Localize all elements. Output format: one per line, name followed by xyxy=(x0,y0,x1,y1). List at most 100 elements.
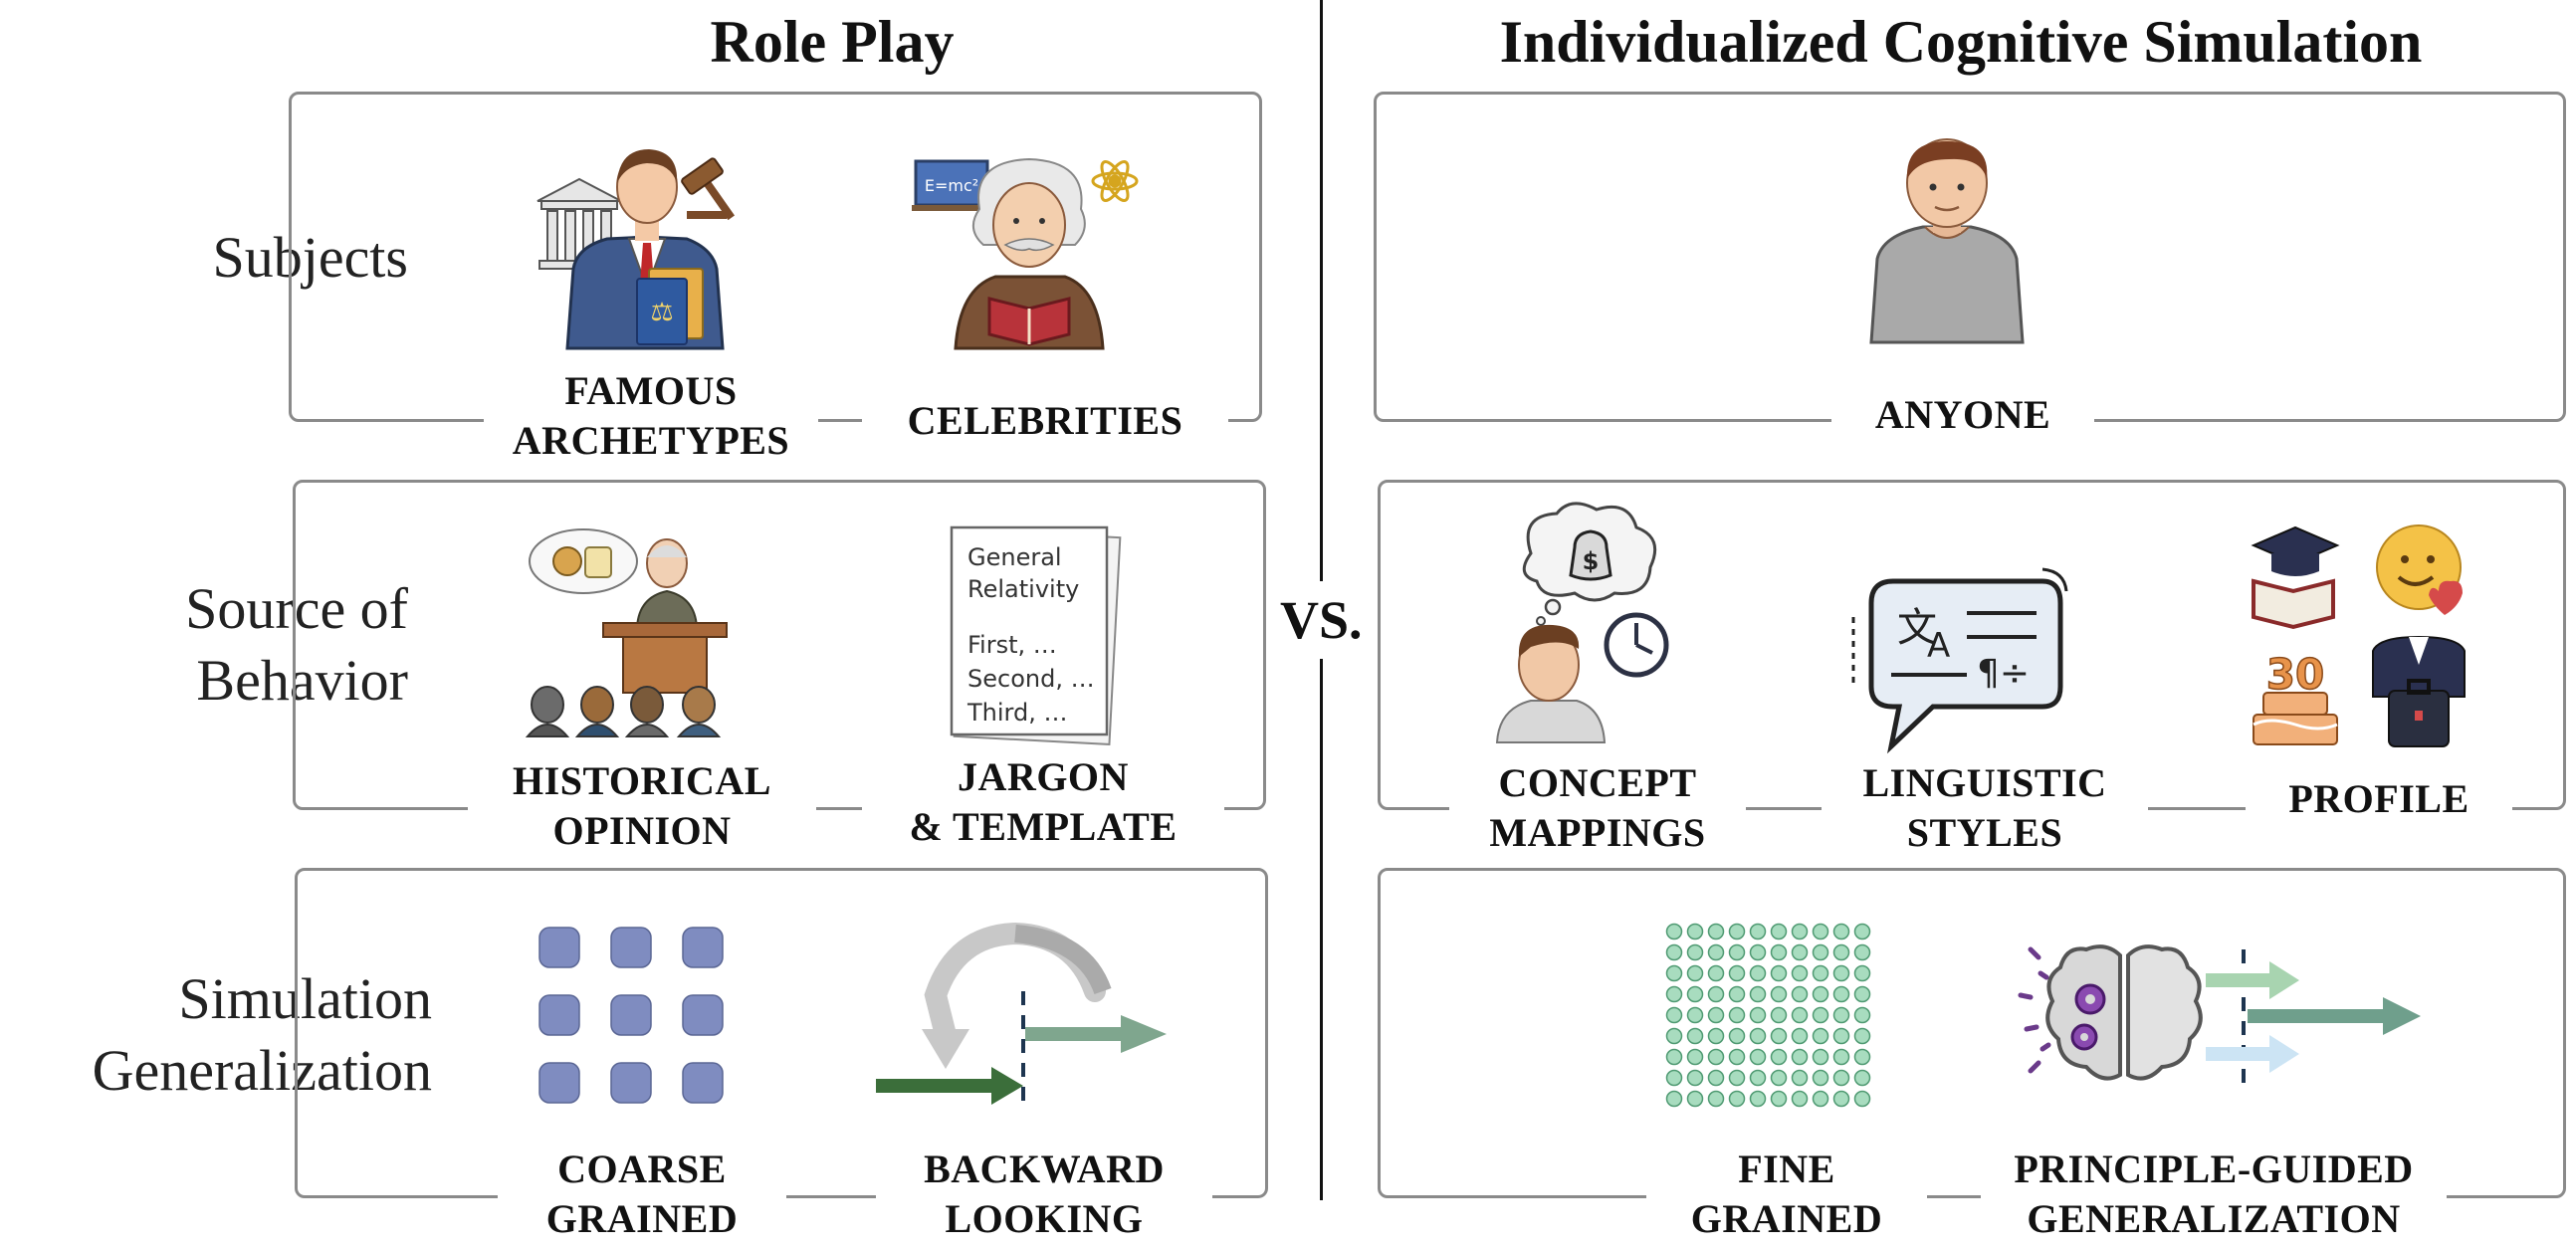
fine-dot xyxy=(1832,1006,1850,1024)
caption-profile: PROFILE xyxy=(2246,774,2512,824)
fine-dot xyxy=(1665,923,1683,940)
fine-dot xyxy=(1853,943,1871,961)
svg-text:30: 30 xyxy=(2266,650,2324,699)
fine-dot xyxy=(1707,964,1725,982)
fine-dot xyxy=(1770,1069,1788,1087)
fine-dot xyxy=(1791,1069,1809,1087)
svg-text:General: General xyxy=(967,543,1062,571)
caption-linguistic-styles: LINGUISTIC STYLES xyxy=(1822,758,2148,858)
fine-dot xyxy=(1832,1069,1850,1087)
fine-dot xyxy=(1665,1069,1683,1087)
coarse-tile xyxy=(682,927,724,968)
fine-dot xyxy=(1791,923,1809,940)
fine-dot xyxy=(1812,1090,1829,1108)
fine-dot xyxy=(1728,985,1746,1003)
fine-dot xyxy=(1791,1048,1809,1066)
fine-grid-icon xyxy=(1665,923,1871,1108)
fine-dot xyxy=(1728,923,1746,940)
svg-text:Relativity: Relativity xyxy=(967,575,1079,603)
fine-dot xyxy=(1832,985,1850,1003)
svg-text:⚖: ⚖ xyxy=(650,298,673,326)
coarse-grid-icon xyxy=(538,927,724,1104)
fine-dot xyxy=(1853,923,1871,940)
svg-text:$: $ xyxy=(1583,547,1600,575)
fine-dot xyxy=(1770,985,1788,1003)
caption-anyone: ANYONE xyxy=(1831,390,2094,440)
fine-dot xyxy=(1749,1069,1767,1087)
einstein-icon: E=mc² xyxy=(912,157,1139,350)
fine-dot xyxy=(1832,1090,1850,1108)
fine-dot xyxy=(1686,964,1704,982)
fine-dot xyxy=(1853,1006,1871,1024)
fine-dot xyxy=(1707,1090,1725,1108)
caption-coarse-grained: COARSE GRAINED xyxy=(498,1145,786,1244)
row-label-source: Source of Behavior xyxy=(185,576,408,713)
fine-dot xyxy=(1770,1048,1788,1066)
fine-dot xyxy=(1812,1027,1829,1045)
fine-dot xyxy=(1853,964,1871,982)
box-simulation-right xyxy=(1378,868,2566,1198)
fine-dot xyxy=(1770,943,1788,961)
fine-dot xyxy=(1707,985,1725,1003)
fine-dot xyxy=(1832,964,1850,982)
fine-dot xyxy=(1853,1048,1871,1066)
caption-famous-archetypes: FAMOUS ARCHETYPES xyxy=(484,366,818,466)
fine-dot xyxy=(1728,1069,1746,1087)
vs-label: VS. xyxy=(1276,581,1367,659)
fine-dot xyxy=(1728,1006,1746,1024)
svg-text:A: A xyxy=(1927,626,1950,666)
fine-dot xyxy=(1791,1090,1809,1108)
fine-dot xyxy=(1707,1069,1725,1087)
fine-dot xyxy=(1832,1048,1850,1066)
fine-dot xyxy=(1770,1027,1788,1045)
fine-dot xyxy=(1853,985,1871,1003)
fine-dot xyxy=(1791,943,1809,961)
caption-fine-grained: FINE GRAINED xyxy=(1646,1145,1927,1244)
caption-principle-guided: PRINCIPLE-GUIDED GENERALIZATION xyxy=(1981,1145,2447,1244)
fine-dot xyxy=(1749,985,1767,1003)
fine-dot xyxy=(1728,964,1746,982)
fine-dot xyxy=(1853,1069,1871,1087)
caption-historical-opinion: HISTORICAL OPINION xyxy=(468,756,816,856)
fine-dot xyxy=(1707,1048,1725,1066)
fine-dot xyxy=(1812,923,1829,940)
fine-dot xyxy=(1686,1048,1704,1066)
caption-jargon-template: JARGON & TEMPLATE xyxy=(862,752,1224,852)
caption-concept-mappings: CONCEPT MAPPINGS xyxy=(1449,758,1746,858)
historical-speaker-icon xyxy=(525,528,728,737)
fine-dot xyxy=(1749,1006,1767,1024)
fine-dot xyxy=(1665,1090,1683,1108)
fine-dot xyxy=(1749,943,1767,961)
thinking-person-icon: $ xyxy=(1495,502,1669,743)
fine-dot xyxy=(1812,943,1829,961)
fine-dot xyxy=(1812,1006,1829,1024)
coarse-tile xyxy=(682,1062,724,1104)
svg-text:First, …: First, … xyxy=(967,631,1057,659)
fine-dot xyxy=(1686,1006,1704,1024)
fine-dot xyxy=(1665,943,1683,961)
fine-dot xyxy=(1832,1027,1850,1045)
fine-dot xyxy=(1832,923,1850,940)
svg-text:E=mc²: E=mc² xyxy=(925,176,978,195)
fine-dot xyxy=(1749,1090,1767,1108)
caption-backward-looking: BACKWARD LOOKING xyxy=(876,1145,1212,1244)
fine-dot xyxy=(1791,985,1809,1003)
fine-dot xyxy=(1749,1048,1767,1066)
fine-dot xyxy=(1749,923,1767,940)
fine-dot xyxy=(1665,1027,1683,1045)
left-title: Role Play xyxy=(710,9,955,75)
fine-dot xyxy=(1665,1006,1683,1024)
fine-dot xyxy=(1812,985,1829,1003)
fine-dot xyxy=(1686,1027,1704,1045)
fine-dot xyxy=(1728,1090,1746,1108)
profile-icons: 30 xyxy=(2251,524,2466,747)
fine-dot xyxy=(1686,1090,1704,1108)
fine-dot xyxy=(1728,1027,1746,1045)
brain-arrows-icon xyxy=(2018,944,2421,1089)
fine-dot xyxy=(1707,943,1725,961)
coarse-tile xyxy=(682,994,724,1036)
svg-text:Third, …: Third, … xyxy=(966,699,1067,727)
row-label-subjects: Subjects xyxy=(212,225,408,290)
fine-dot xyxy=(1665,985,1683,1003)
backward-arrows-icon xyxy=(876,922,1167,1109)
